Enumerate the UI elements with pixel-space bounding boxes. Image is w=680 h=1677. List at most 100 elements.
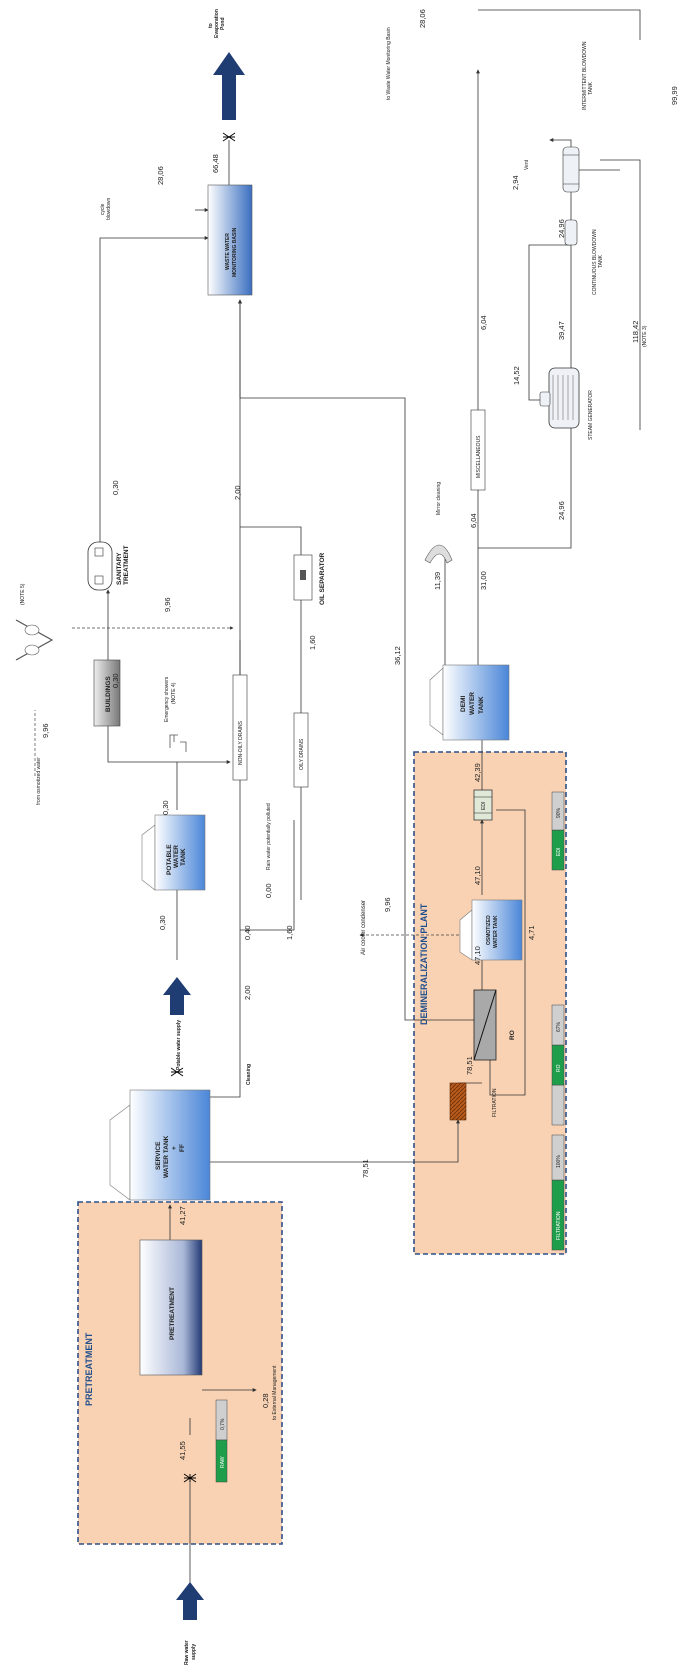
flow-basin-out: 66,48 <box>211 154 220 173</box>
flow-values: 41,55 41,27 0,28 78,51 78,51 47,10 47,10… <box>41 9 679 1460</box>
raw-water-supply-label-2: supply <box>191 1644 197 1660</box>
edi-gauge-tag: EDI <box>556 848 562 856</box>
oily-drains-box: OILY DRAINS <box>293 712 309 788</box>
edi-unit: EDI <box>473 789 493 821</box>
flow-cleaning: 2,00 <box>243 985 252 1000</box>
valve-icons <box>170 132 236 1483</box>
potable-water-supply-label: Potable water supply <box>176 1020 182 1070</box>
pretreatment-gauge: 0,7% RAW <box>215 1399 228 1483</box>
flow-edge-value: 99,99 <box>670 86 679 105</box>
flow-demi-mirror: 11,39 <box>433 572 442 590</box>
flow-potable-in: 0,30 <box>158 915 167 930</box>
air-cooler-condenser-label: Air cooler condenser <box>361 900 367 955</box>
potable-water-supply-arrow <box>163 977 191 1015</box>
mirror-cleaning-label: Mirror cleaning <box>436 482 442 515</box>
ro-gauge: RO 67% <box>551 1004 565 1126</box>
buildings-label: BUILDINGS <box>105 676 112 712</box>
note3-label: (NOTE 3) <box>642 325 648 347</box>
ro-unit: RO <box>473 989 516 1061</box>
flow-osm-water-a: 9,96 <box>41 723 50 738</box>
edi-label: EDI <box>481 802 487 810</box>
oil-separator-unit: OIL SEPARATOR <box>293 552 326 605</box>
flow-ro-reject: 36,12 <box>393 646 402 665</box>
steam-generator-label: STEAM GENERATOR <box>588 390 594 440</box>
flow-cb-out: 24,96 <box>557 219 566 238</box>
potable-water-tank: POTABLE WATER TANK <box>141 814 206 891</box>
pretreatment-unit: PRETREATMENT <box>139 1239 203 1376</box>
flow-osm-water-b: 9,96 <box>163 597 172 612</box>
demineralization-zone-label: DEMINERALIZATION PLANT <box>419 903 429 1025</box>
non-oily-drains-box: NON-OILY DRAINS <box>232 674 248 781</box>
flow-misc: 6,04 <box>469 513 478 528</box>
buildings-unit: BUILDINGS <box>93 659 121 727</box>
intermittent-blowdown-tank: INTERMITTENT BLOWDOWN TANK <box>562 41 594 193</box>
flow-rain: 0,00 <box>264 883 273 898</box>
solar-collector-icon <box>15 619 54 661</box>
intermittent-blowdown-line-1: INTERMITTENT BLOWDOWN <box>582 41 588 110</box>
flow-raw-in: 41,55 <box>178 1441 187 1460</box>
ro-gauge-tag: RO <box>556 1064 562 1072</box>
sanitary-treatment-line-2: TREATMENT <box>123 545 130 585</box>
non-oily-drains-label: NON-OILY DRAINS <box>238 720 244 765</box>
emergency-shower-icon <box>169 734 187 752</box>
flow-oily-out: 1,60 <box>308 635 317 650</box>
basin-line-2: MONITORING BASIN <box>232 227 238 277</box>
sanitary-treatment-unit: SANITARY TREATMENT <box>87 541 130 591</box>
flow-sg-in: 24,96 <box>557 501 566 520</box>
filtration-unit: FILTRATION <box>449 1082 498 1121</box>
steam-generator-unit: STEAM GENERATOR <box>539 367 594 440</box>
flow-nonoily-b: 1,60 <box>285 925 294 940</box>
demi-water-tank: DEMI WATER TANK <box>429 664 510 741</box>
basin-line-1: WASTE WATER <box>225 233 231 270</box>
raw-water-supply-arrow <box>176 1582 204 1620</box>
flow-vent: 2,94 <box>511 175 520 190</box>
edi-gauge-pct: 90% <box>556 807 562 818</box>
potable-water-tank-line-3: TANK <box>180 848 187 866</box>
waste-water-monitoring-basin: WASTE WATER MONITORING BASIN <box>207 184 253 296</box>
mirror-icon <box>424 544 453 564</box>
intermittent-blowdown-line-2: TANK <box>588 81 594 95</box>
to-evaporation-pond-1: to <box>208 23 214 28</box>
service-water-tank-line-3: + <box>171 1146 178 1150</box>
from-osmotized-water-label: from osmotized water <box>36 757 42 805</box>
flow-pre-reject: 0,28 <box>261 1393 270 1408</box>
cycle-blowdown-label-1: cycle <box>100 203 106 215</box>
note4-label: (NOTE 4) <box>171 682 177 704</box>
flow-edi-out: 42,39 <box>473 763 482 782</box>
filtration-gauge: FILTRATION 100% <box>551 1134 565 1251</box>
flow-filt-out: 78,51 <box>465 1056 474 1075</box>
cycle-blowdown-label-2: blowdown <box>106 198 112 220</box>
osmotized-water-tank: OSMOTIZED WATER TANK <box>459 899 523 961</box>
flow-demi-down: 31,00 <box>479 571 488 590</box>
service-water-tank-line-2: WATER TANK <box>163 1135 170 1178</box>
to-waste-water-basin-label: to Waste Water Monitoring Basin <box>386 27 392 100</box>
miscellaneous-box: MISCELLANEOUS <box>470 409 486 491</box>
sanitary-treatment-line-1: SANITARY <box>116 552 123 585</box>
filtration-label: FILTRATION <box>492 1088 498 1117</box>
to-evaporation-pond-3: Pond <box>220 18 226 31</box>
filtration-gauge-pct: 100% <box>556 1155 562 1168</box>
flow-nonoily-a: 0,40 <box>243 925 252 940</box>
demi-tank-line-2: WATER <box>469 692 476 715</box>
flow-sg-out-a: 14,52 <box>512 366 521 385</box>
flow-ro-out: 47,10 <box>473 946 482 965</box>
evaporation-pond-arrow <box>213 52 245 120</box>
raw-water-supply-label-1: Raw water <box>184 1640 190 1665</box>
ro-gauge-pct: 67% <box>556 1021 562 1032</box>
rain-water-label: Rain water potentially polluted <box>266 803 272 870</box>
flow-air-cooler: 9,96 <box>383 897 392 912</box>
flow-nonoily-up: 2,00 <box>233 485 242 500</box>
flow-pre-out: 41,27 <box>178 1206 187 1225</box>
flow-top-28: 28,06 <box>418 9 427 28</box>
osmotized-tank-line-1: OSMOTIZED <box>486 915 492 945</box>
miscellaneous-label: MISCELLANEOUS <box>476 435 482 478</box>
cleaning-label: Cleaning <box>246 1064 252 1085</box>
emergency-showers-label: Emergency showers <box>164 676 170 722</box>
osmotized-tank-line-2: WATER TANK <box>493 915 499 948</box>
potable-water-tank-line-2: WATER <box>173 845 180 868</box>
service-water-tank-line-1: SERVICE <box>155 1141 162 1170</box>
service-water-tank: SERVICE WATER TANK + FF <box>109 1089 211 1201</box>
note5-label: (NOTE 5) <box>20 583 26 605</box>
flow-edi-return: 4,71 <box>527 925 536 940</box>
